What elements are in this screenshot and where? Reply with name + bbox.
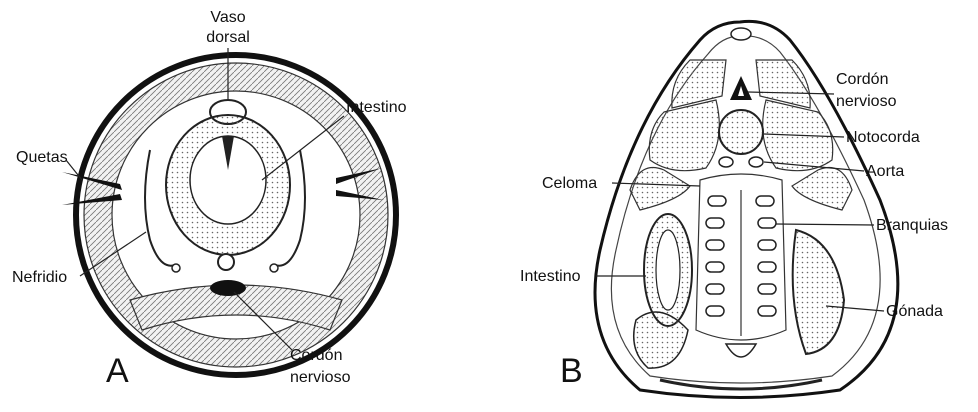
b-label-celoma: Celoma <box>542 175 597 192</box>
b-gill-bar <box>706 284 724 294</box>
a-label-nefridio: Nefridio <box>12 269 67 286</box>
b-label-branquias: Branquias <box>876 217 948 234</box>
b-label-cordon-line1: Cordón <box>836 71 888 88</box>
b-gill-bar <box>758 306 776 316</box>
panel-a-annelid-section: Vaso dorsal Intestino Quetas Nefridio Co… <box>12 9 407 390</box>
a-label-quetas: Quetas <box>16 149 68 166</box>
panel-b-amphioxus-section: Cordón nervioso Notocorda Celoma Aorta B… <box>520 21 948 397</box>
b-fin-ray <box>731 28 751 40</box>
b-gill-bar <box>708 196 726 206</box>
b-gill-bar <box>706 240 724 250</box>
b-panel-letter: B <box>560 352 583 390</box>
b-aorta-left <box>719 157 733 167</box>
a-nerve-cord <box>210 280 246 296</box>
b-gill-bar <box>706 306 724 316</box>
a-label-vaso-line1: Vaso <box>210 9 245 26</box>
b-gill-bar <box>758 262 776 272</box>
a-panel-letter: A <box>106 352 129 390</box>
a-nephridium-right-pore <box>270 264 278 272</box>
b-label-aorta: Aorta <box>866 163 904 180</box>
b-label-notocorda: Notocorda <box>846 129 920 146</box>
a-label-cordon-line1: Cordón <box>290 347 342 364</box>
a-nephridium-left-pore <box>172 264 180 272</box>
a-label-vaso-line2: dorsal <box>206 29 250 46</box>
b-label-gonada: Gónada <box>886 303 943 320</box>
b-intestine-lumen <box>656 230 680 310</box>
b-label-cordon-line2: nervioso <box>836 93 897 110</box>
b-gill-bar <box>758 284 776 294</box>
b-aorta-right <box>749 157 763 167</box>
b-gill-bar <box>706 262 724 272</box>
b-label-intestino: Intestino <box>520 268 581 285</box>
a-label-intestino: Intestino <box>346 99 407 116</box>
a-ventral-vessel <box>218 254 234 270</box>
b-gill-bar <box>758 218 776 228</box>
b-gill-bar <box>758 240 776 250</box>
b-gill-bar <box>756 196 774 206</box>
b-notochord <box>719 110 763 154</box>
a-label-cordon-line2: nervioso <box>290 369 351 386</box>
b-gill-bar <box>706 218 724 228</box>
